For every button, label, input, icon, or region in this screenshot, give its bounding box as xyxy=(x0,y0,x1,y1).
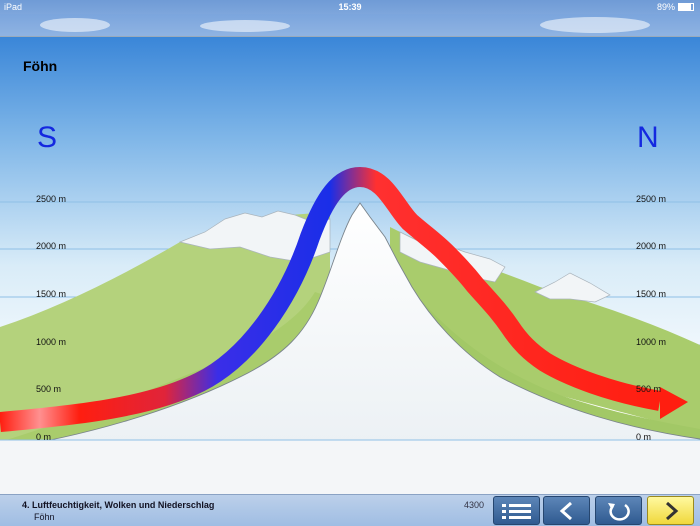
altitude-label: 1500 m xyxy=(636,289,667,299)
replay-icon xyxy=(607,502,630,521)
replay-button[interactable] xyxy=(595,496,642,525)
menu-button[interactable] xyxy=(493,496,540,525)
chevron-left-icon xyxy=(559,501,572,520)
airflow-arrowhead xyxy=(660,387,688,419)
altitude-label: 500 m xyxy=(636,384,662,394)
bottom-toolbar: 4. Luftfeuchtigkeit, Wolken und Niedersc… xyxy=(0,494,700,526)
altitude-label: 2000 m xyxy=(36,241,67,251)
header-banner xyxy=(0,14,700,36)
page-number: 4300 xyxy=(464,500,485,510)
clock: 15:39 xyxy=(338,2,362,12)
altitude-label: 2000 m xyxy=(636,241,667,251)
cloud-decoration xyxy=(40,18,110,32)
airflow-ribbon xyxy=(0,166,662,432)
altitude-label: 1500 m xyxy=(36,289,67,299)
next-button[interactable] xyxy=(647,496,694,525)
page-title: Föhn xyxy=(23,58,58,74)
cloud-decoration xyxy=(540,17,650,33)
chevron-right-icon xyxy=(665,501,678,520)
list-icon xyxy=(501,503,531,519)
direction-south: S xyxy=(37,121,58,154)
status-bar: iPad 15:39 89% xyxy=(0,0,700,14)
device-label: iPad xyxy=(4,2,23,12)
altitude-label: 0 m xyxy=(36,432,52,442)
battery-icon xyxy=(678,3,694,11)
chapter-title: 4. Luftfeuchtigkeit, Wolken und Niedersc… xyxy=(22,500,215,510)
altitude-label: 500 m xyxy=(36,384,62,394)
battery-status: 89% xyxy=(657,0,694,14)
altitude-label: 0 m xyxy=(636,432,652,442)
back-button[interactable] xyxy=(543,496,590,525)
foehn-illustration: Föhn S N 2500 m 2000 m 1500 m 1000 m 500… xyxy=(0,36,700,495)
mountain-scene xyxy=(0,166,700,495)
battery-percent: 89% xyxy=(656,2,675,12)
cloud-decoration xyxy=(200,20,290,32)
altitude-label: 1000 m xyxy=(36,337,67,347)
altitude-label: 2500 m xyxy=(636,194,667,204)
section-subtitle: Föhn xyxy=(34,512,55,522)
altitude-label: 2500 m xyxy=(36,194,67,204)
direction-north: N xyxy=(637,121,659,154)
altitude-label: 1000 m xyxy=(636,337,667,347)
